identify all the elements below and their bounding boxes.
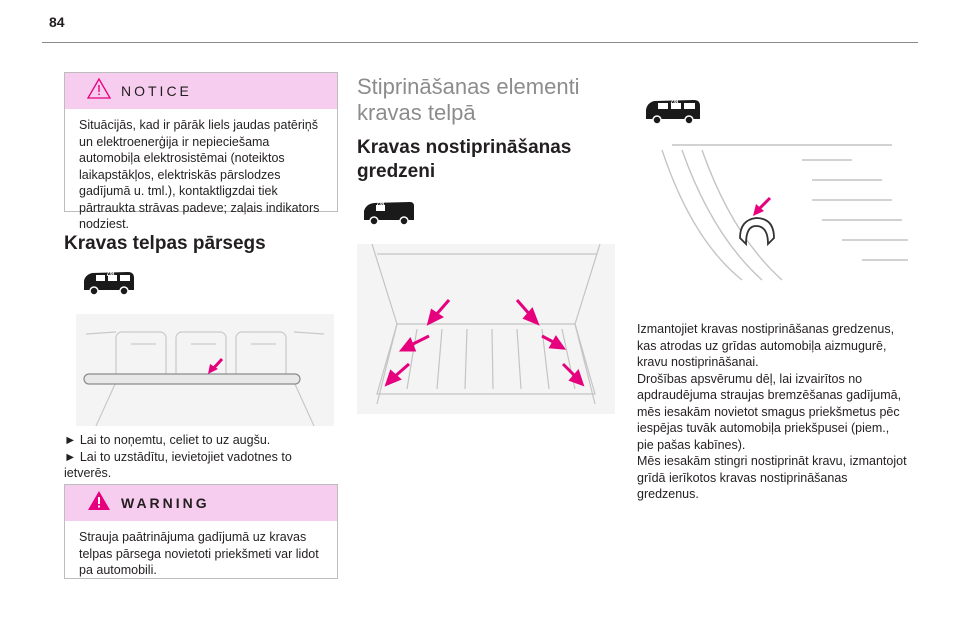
warning-header: WARNING (65, 485, 337, 521)
mpv-vehicle-icon (82, 270, 136, 301)
rings-instructions: Izmantojiet kravas nostiprināšanas gredz… (637, 321, 909, 503)
notice-text: Situācijās, kad ir pārāk liels jaudas pa… (79, 118, 320, 231)
caution-triangle-icon (86, 77, 112, 104)
mpv-badge: 7/8 (670, 100, 679, 106)
cargo-floor-rings-illustration (357, 243, 615, 414)
notice-box: NOTICE Situācijās, kad ir pārāk liels ja… (64, 72, 338, 231)
notice-title: NOTICE (121, 83, 192, 99)
header-rule (42, 42, 918, 43)
cargo-cover-illustration (76, 314, 334, 427)
cover-heading: Kravas telpas pārsegs (64, 233, 266, 254)
rings-paragraph-1: Izmantojiet kravas nostiprināšanas gredz… (637, 322, 895, 369)
warning-box: WARNING Strauja paātrinājuma gadījumā uz… (64, 484, 338, 579)
notice-header: NOTICE (65, 73, 337, 109)
cover-instructions: ► Lai to noņemtu, celiet to uz augšu. ► … (64, 432, 324, 482)
warning-title: WARNING (121, 495, 210, 511)
cover-step-remove: ► Lai to noņemtu, celiet to uz augšu. (64, 433, 271, 447)
rings-paragraph-2: Drošības apsvērumu dēļ, lai izvairītos n… (637, 371, 902, 452)
vehicle-badge: 7/8 (106, 272, 115, 278)
section-title: Stiprināšanas elementi kravas telpā (357, 74, 580, 125)
floor-ring-closeup-illustration (652, 140, 908, 290)
rings-paragraph-3: Mēs iesakām stingri nostiprināt kravu, i… (637, 454, 907, 501)
mpv-vehicle-icon-2 (644, 98, 702, 131)
warning-triangle-icon (87, 490, 111, 516)
van-badge: 7/8 (376, 202, 385, 208)
page-number: 84 (49, 14, 65, 30)
cover-step-install: ► Lai to uzstādītu, ievietojiet vadotnes… (64, 449, 292, 481)
van-vehicle-icon (362, 200, 416, 231)
warning-text: Strauja paātrinājuma gadījumā uz kravas … (79, 530, 319, 577)
rings-heading: Kravas nostiprināšanas gredzeni (357, 137, 572, 182)
